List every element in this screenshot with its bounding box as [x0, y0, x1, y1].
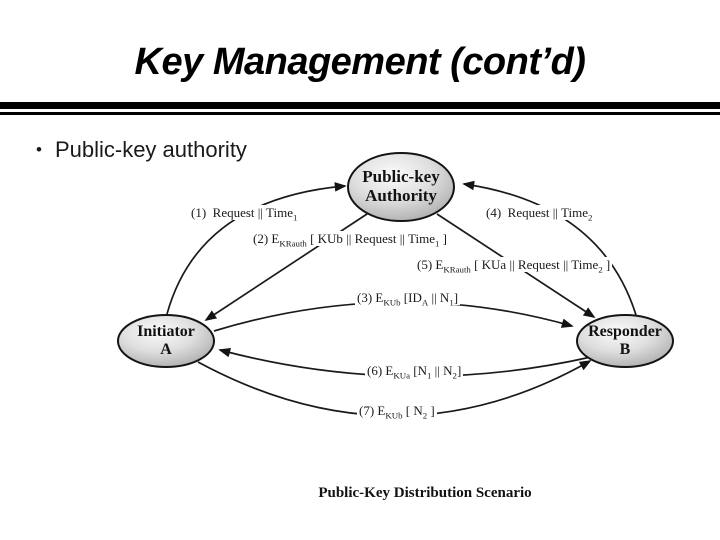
responder-node-ellipse — [576, 314, 674, 368]
title-divider-thin — [0, 112, 720, 115]
arrow-1-initiator-to-authority — [166, 182, 347, 315]
responder-label-line1: Responder — [588, 323, 662, 340]
bullet-item: • Public-key authority — [36, 136, 247, 163]
responder-node-label: Responder B — [565, 323, 685, 359]
initiator-label-line1: Initiator — [137, 323, 195, 340]
message-label-6: (6) EKUa [N1 || N2] — [365, 363, 464, 381]
authority-label-line1: Public-key — [362, 167, 440, 186]
responder-label-line2: B — [619, 341, 631, 358]
message-label-1: (1) Request || Time1 — [189, 205, 300, 223]
arrow-4-responder-to-authority — [462, 180, 637, 316]
message-label-3: (3) EKUb [IDA || N1] — [355, 290, 461, 308]
message-label-5: (5) EKRauth [ KUa || Request || Time2 ] — [415, 257, 613, 275]
initiator-label-line2: A — [160, 341, 172, 358]
authority-node-ellipse — [347, 152, 455, 222]
message-label-7: (7) EKUb [ N2 ] — [357, 403, 437, 421]
bullet-text: Public-key authority — [54, 136, 247, 162]
diagram-caption: Public-Key Distribution Scenario — [318, 485, 532, 501]
bullet-icon: • — [36, 140, 42, 159]
message-label-4: (4) Request || Time2 — [484, 205, 595, 223]
slide-title: Key Management (cont’d) — [134, 41, 586, 83]
title-divider-thick — [0, 102, 720, 109]
initiator-node-ellipse — [117, 314, 215, 368]
authority-node-label: Public-key Authority — [341, 167, 461, 205]
initiator-node-label: Initiator A — [106, 323, 226, 359]
message-label-2: (2) EKRauth [ KUb || Request || Time1 ] — [251, 231, 449, 249]
authority-label-line2: Authority — [365, 186, 437, 205]
arrow-2-authority-to-initiator — [204, 213, 368, 321]
